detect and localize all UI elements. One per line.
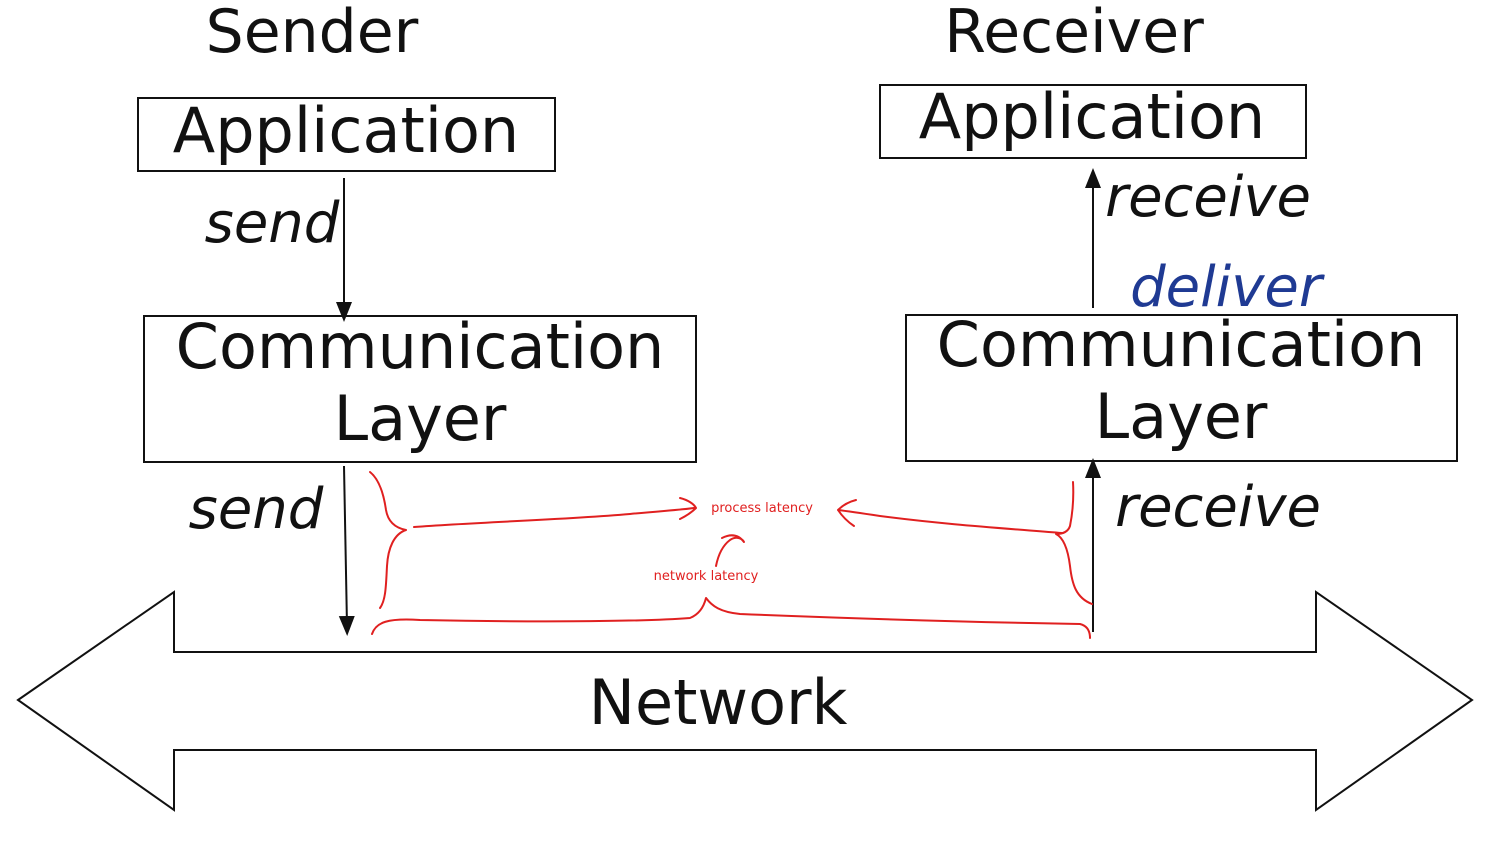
sender-comm-line1: Communication	[176, 310, 665, 383]
sender-communication-layer-box	[143, 315, 697, 463]
receiver-receive-label-upper: receive	[1105, 165, 1311, 230]
sender-title: Sender	[206, 0, 419, 67]
receiver-application-box	[879, 84, 1307, 159]
sender-send-arrow-lower	[338, 465, 355, 636]
process-latency-left-arrow	[413, 497, 697, 528]
sender-send-label-upper: send	[205, 191, 340, 256]
sender-comm-line2: Layer	[334, 382, 507, 455]
network-double-arrow	[16, 590, 1474, 812]
network-latency-pointer	[715, 534, 745, 567]
right-brace-annotation	[1055, 481, 1093, 605]
receiver-communication-layer-box	[905, 314, 1458, 462]
receiver-receive-label-lower: receive	[1115, 475, 1321, 540]
process-latency-label: process latency	[711, 501, 813, 516]
receiver-title: Receiver	[944, 0, 1204, 67]
sender-application-box	[137, 97, 556, 172]
receiver-application-label: Application	[919, 80, 1265, 153]
sender-send-label-lower: send	[189, 477, 324, 542]
receiver-deliver-label: deliver	[1130, 255, 1325, 320]
receiver-comm-line2: Layer	[1095, 380, 1268, 453]
network-latency-label: network latency	[654, 569, 759, 584]
process-latency-right-arrow	[837, 499, 1063, 534]
left-brace-annotation	[369, 471, 407, 609]
sender-application-label: Application	[173, 94, 519, 167]
bottom-brace-annotation	[371, 597, 1091, 639]
network-label: Network	[589, 666, 848, 739]
receiver-comm-line1: Communication	[937, 308, 1426, 381]
